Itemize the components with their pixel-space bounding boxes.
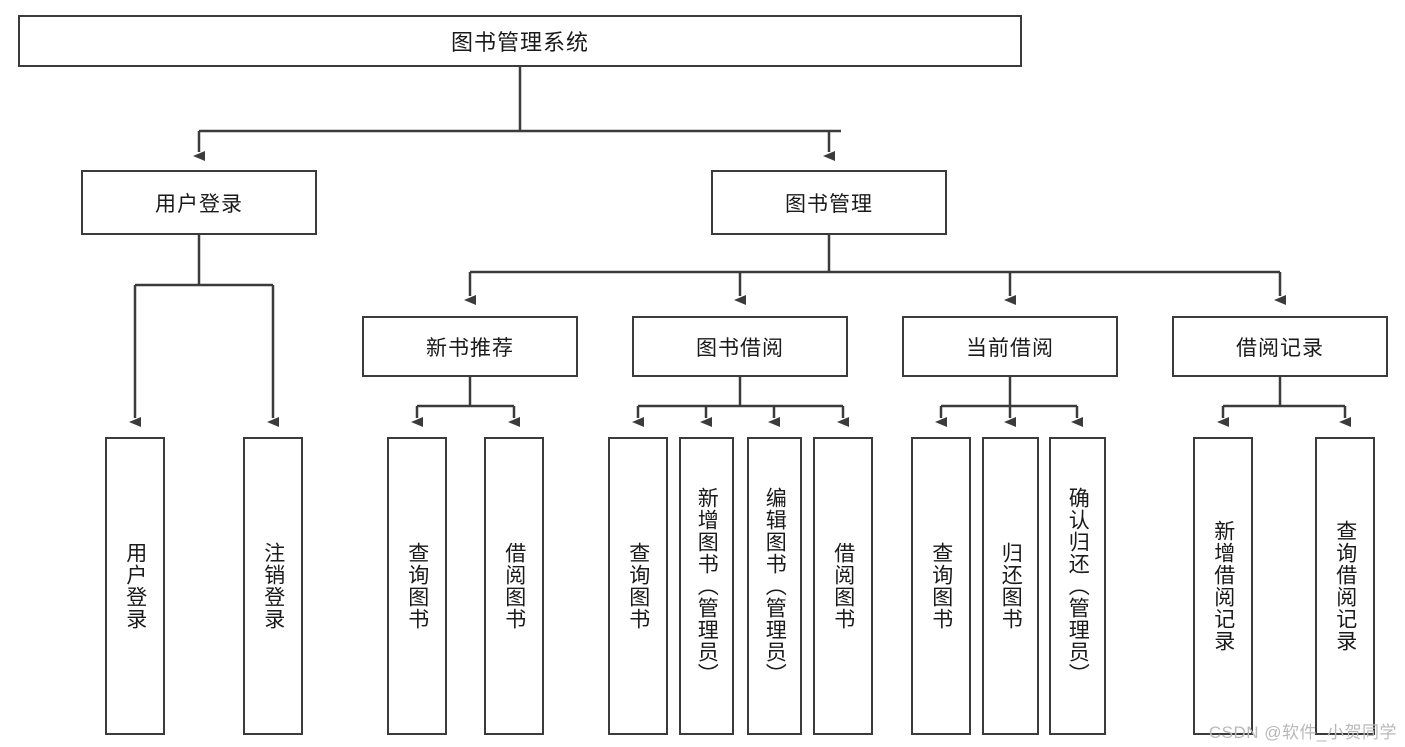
- node-leaf-add-book[interactable]: 新增图书（管理员）: [679, 437, 734, 735]
- node-user-login-label: 用户登录: [155, 192, 243, 216]
- node-leaf-borrow-book-2[interactable]: 借阅图书: [813, 437, 873, 735]
- watermark: CSDN @软件_小贺同学: [1208, 723, 1397, 742]
- node-leaf-add-record[interactable]: 新增借阅记录: [1193, 437, 1253, 735]
- node-leaf-borrow-book-2-label: 借阅图书: [831, 542, 855, 630]
- node-leaf-return-book[interactable]: 归还图书: [982, 437, 1039, 735]
- node-leaf-query-book-2-label: 查询图书: [626, 542, 650, 630]
- node-borrow-record[interactable]: 借阅记录: [1172, 316, 1388, 377]
- node-leaf-add-record-label: 新增借阅记录: [1211, 520, 1235, 652]
- node-leaf-user-login-label: 用户登录: [123, 542, 147, 630]
- node-leaf-borrow-book-1[interactable]: 借阅图书: [484, 437, 544, 735]
- node-leaf-query-book-1-label: 查询图书: [405, 542, 429, 630]
- node-user-login[interactable]: 用户登录: [81, 170, 317, 235]
- node-leaf-query-book-3-label: 查询图书: [929, 542, 953, 630]
- node-leaf-return-book-label: 归还图书: [999, 542, 1023, 630]
- node-leaf-confirm-return[interactable]: 确认归还（管理员）: [1049, 437, 1106, 735]
- node-leaf-add-book-label: 新增图书（管理员）: [695, 487, 719, 685]
- node-new-book-recommend-label: 新书推荐: [426, 336, 514, 360]
- node-leaf-edit-book[interactable]: 编辑图书（管理员）: [747, 437, 802, 735]
- node-leaf-query-book-1[interactable]: 查询图书: [387, 437, 447, 735]
- node-leaf-query-book-3[interactable]: 查询图书: [911, 437, 971, 735]
- node-leaf-query-record[interactable]: 查询借阅记录: [1315, 437, 1375, 735]
- node-current-borrow[interactable]: 当前借阅: [902, 316, 1118, 377]
- node-leaf-query-book-2[interactable]: 查询图书: [608, 437, 668, 735]
- node-book-management-label: 图书管理: [785, 192, 873, 216]
- node-leaf-edit-book-label: 编辑图书（管理员）: [763, 487, 787, 685]
- node-borrow-record-label: 借阅记录: [1236, 336, 1324, 360]
- node-current-borrow-label: 当前借阅: [966, 336, 1054, 360]
- node-root[interactable]: 图书管理系统: [18, 15, 1022, 67]
- node-new-book-recommend[interactable]: 新书推荐: [362, 316, 578, 377]
- node-leaf-confirm-return-label: 确认归还（管理员）: [1066, 487, 1090, 685]
- node-leaf-borrow-book-1-label: 借阅图书: [502, 542, 526, 630]
- node-leaf-logout[interactable]: 注销登录: [243, 437, 303, 735]
- node-leaf-query-record-label: 查询借阅记录: [1333, 520, 1357, 652]
- node-root-label: 图书管理系统: [450, 30, 589, 55]
- node-leaf-user-login[interactable]: 用户登录: [105, 437, 165, 735]
- node-book-borrow-label: 图书借阅: [696, 336, 784, 360]
- node-book-management[interactable]: 图书管理: [711, 170, 947, 235]
- node-book-borrow[interactable]: 图书借阅: [632, 316, 848, 377]
- node-leaf-logout-label: 注销登录: [261, 542, 285, 630]
